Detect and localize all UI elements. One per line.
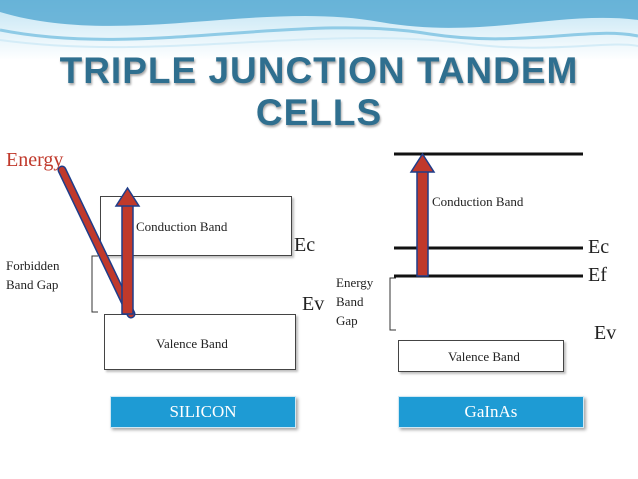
gainas-conduction-band-label: Conduction Band [432,194,524,209]
gainas-gap-label-line2: Band [336,294,364,309]
gainas-gap-label-line3: Gap [336,313,358,328]
gainas-ec-label: Ec [588,236,610,258]
silicon-material-label: SILICON [110,396,296,428]
silicon-valence-band-box [104,314,296,370]
silicon-valence-band-label: Valence Band [156,336,228,351]
gainas-material-label: GaInAs [398,396,584,428]
silicon-energy-label: Energy [6,149,64,171]
gainas-gap-bracket [389,277,396,331]
page-title: TRIPLE JUNCTION TANDEM CELLS [59,50,579,133]
silicon-excitation-arrow [114,186,141,315]
silicon-gap-bracket [91,255,98,313]
gainas-ev-label: Ev [594,322,617,344]
gainas-excitation-arrow [409,152,436,277]
silicon-energy-ray [59,167,134,317]
header-banner [0,0,638,60]
gainas-valence-band-box [398,340,564,372]
gainas-gap-label-line1: Energy [336,275,374,290]
silicon-gap-label-line1: Forbidden [6,258,60,273]
gainas-valence-band-label: Valence Band [448,349,520,364]
silicon-conduction-band-label: Conduction Band [136,219,228,234]
silicon-ec-label: Ec [294,234,316,256]
silicon-ev-label: Ev [302,293,325,315]
silicon-gap-label-line2: Band Gap [6,277,59,292]
gainas-ef-label: Ef [588,264,607,286]
